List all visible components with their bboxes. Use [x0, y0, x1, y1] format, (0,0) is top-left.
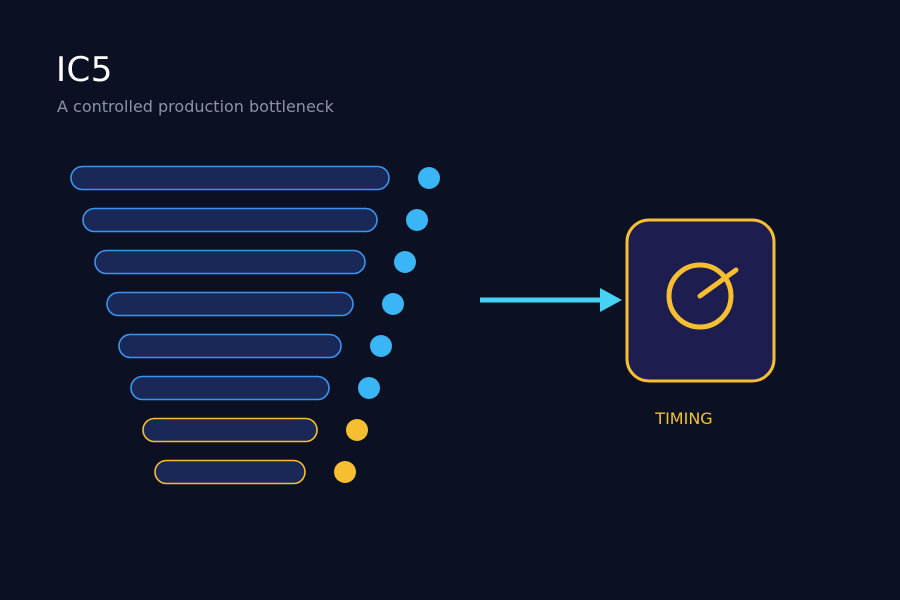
flow-arrow-head [600, 288, 622, 312]
funnel-stage-dot [358, 377, 380, 399]
timer-dial-hand [697, 267, 739, 299]
funnel-stage-dot [370, 335, 392, 357]
funnel-stage-bar [154, 459, 306, 485]
timing-node: TIMING [625, 218, 776, 428]
funnel-stage-dot [334, 461, 356, 483]
funnel-stage-bar [82, 207, 378, 233]
funnel-stages [70, 165, 440, 485]
funnel-stage-bar [142, 417, 318, 443]
page-subtitle: A controlled production bottleneck [57, 97, 334, 116]
funnel-stage-bar [70, 165, 390, 191]
timer-dial-icon [666, 262, 739, 330]
timing-label: TIMING [654, 409, 712, 428]
funnel-stage-dot [394, 251, 416, 273]
funnel-stage-bar [118, 333, 342, 359]
funnel-stage-dot [382, 293, 404, 315]
funnel-stage-bar [106, 291, 354, 317]
funnel-stage-bar [130, 375, 330, 401]
page-title: IC5 [56, 50, 113, 90]
funnel-stage-dot [418, 167, 440, 189]
funnel-stage-dot [406, 209, 428, 231]
funnel-stage-dot [346, 419, 368, 441]
flow-arrow [480, 288, 622, 312]
funnel-stage-bar [94, 249, 366, 275]
timing-box [625, 218, 776, 383]
timer-dial-ring [666, 262, 734, 330]
